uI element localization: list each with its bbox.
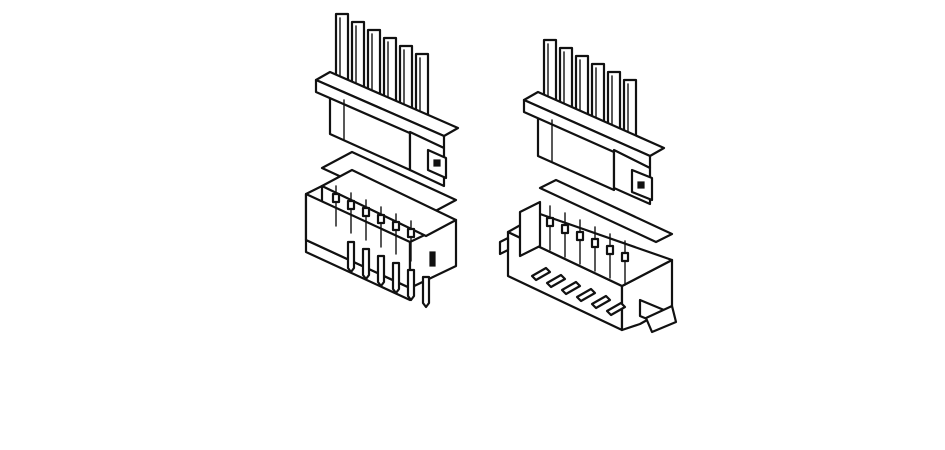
wire-housing-right bbox=[522, 38, 666, 206]
pin bbox=[575, 226, 600, 303]
pin bbox=[406, 220, 431, 309]
header-top-lip bbox=[320, 168, 458, 238]
latch-notch bbox=[637, 181, 645, 189]
latch-notch bbox=[433, 159, 441, 167]
smt-connector-assembly bbox=[498, 38, 678, 334]
pin bbox=[391, 213, 416, 302]
pin bbox=[590, 233, 615, 310]
smt-side-tab bbox=[498, 236, 510, 256]
smt-solder-tab bbox=[644, 304, 678, 334]
pin bbox=[361, 199, 386, 288]
pin bbox=[530, 205, 555, 282]
header-polarization-slot bbox=[429, 251, 436, 267]
wire-housing-left bbox=[314, 12, 460, 188]
pin bbox=[545, 212, 570, 289]
pin-group-right bbox=[530, 205, 630, 317]
smt-back-wall bbox=[538, 178, 674, 244]
pin bbox=[605, 240, 630, 317]
pin-group-left bbox=[331, 185, 431, 309]
smt-inner-wall bbox=[518, 200, 542, 258]
smt-header-right bbox=[498, 178, 678, 334]
pin bbox=[376, 206, 401, 295]
pin-header-left bbox=[304, 150, 458, 309]
pin bbox=[560, 219, 585, 296]
through-hole-connector-assembly bbox=[304, 12, 460, 309]
pin bbox=[331, 185, 356, 274]
pin bbox=[346, 192, 371, 281]
